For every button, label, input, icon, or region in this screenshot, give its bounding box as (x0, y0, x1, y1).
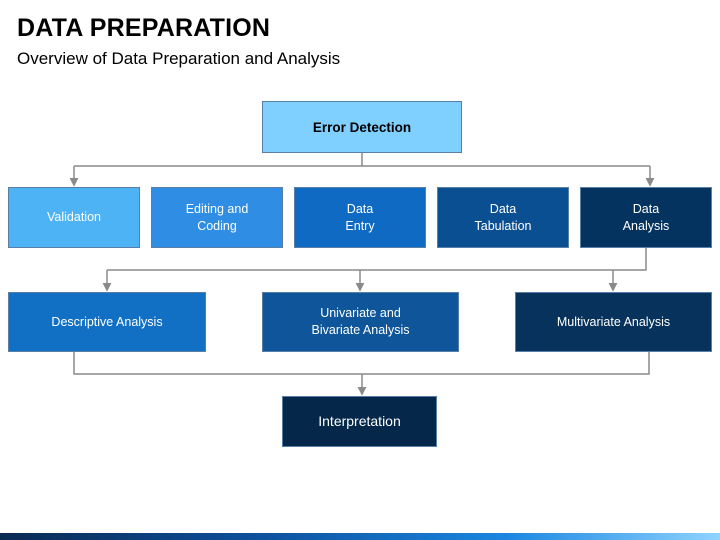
connector-methods-to-interpretation (73, 352, 650, 375)
data-analysis-box: Data Analysis (580, 187, 712, 248)
interpretation-box: Interpretation (282, 396, 437, 447)
editing-coding-label: Editing and Coding (185, 201, 249, 233)
bottom-accent-bar (0, 533, 720, 540)
page-title: DATA PREPARATION (17, 14, 271, 42)
page-subtitle: Overview of Data Preparation and Analysi… (17, 49, 341, 68)
data-tabulation-box: Data Tabulation (437, 187, 569, 248)
data-analysis-label: Data Analysis (622, 201, 670, 233)
validation-box: Validation (8, 187, 140, 248)
data-entry-label: Data Entry (345, 201, 375, 233)
univariate-bivariate-label: Univariate and Bivariate Analysis (311, 306, 410, 337)
validation-label: Validation (47, 210, 101, 224)
univariate-bivariate-box: Univariate and Bivariate Analysis (262, 292, 459, 352)
descriptive-analysis-box: Descriptive Analysis (8, 292, 206, 352)
data-entry-box: Data Entry (294, 187, 426, 248)
descriptive-analysis-label: Descriptive Analysis (51, 314, 163, 329)
multivariate-analysis-box: Multivariate Analysis (515, 292, 712, 352)
interpretation-label: Interpretation (318, 413, 401, 429)
multivariate-analysis-label: Multivariate Analysis (556, 314, 671, 329)
error-detection-label: Error Detection (312, 119, 412, 135)
editing-coding-box: Editing and Coding (151, 187, 283, 248)
error-detection-box: Error Detection (262, 101, 462, 153)
connector-analysis-to-methods (107, 248, 647, 271)
connector-error-to-steps (74, 153, 650, 167)
data-tabulation-label: Data Tabulation (474, 201, 532, 233)
